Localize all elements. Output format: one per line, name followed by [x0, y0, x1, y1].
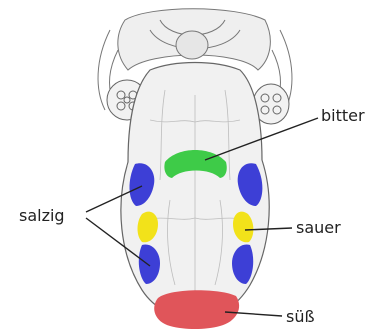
suess-zone [154, 290, 239, 329]
suess-label: süß [286, 309, 315, 325]
sauer-label: sauer [296, 220, 341, 236]
salzig-label: salzig [19, 208, 65, 224]
bitter-label: bitter [321, 108, 365, 124]
